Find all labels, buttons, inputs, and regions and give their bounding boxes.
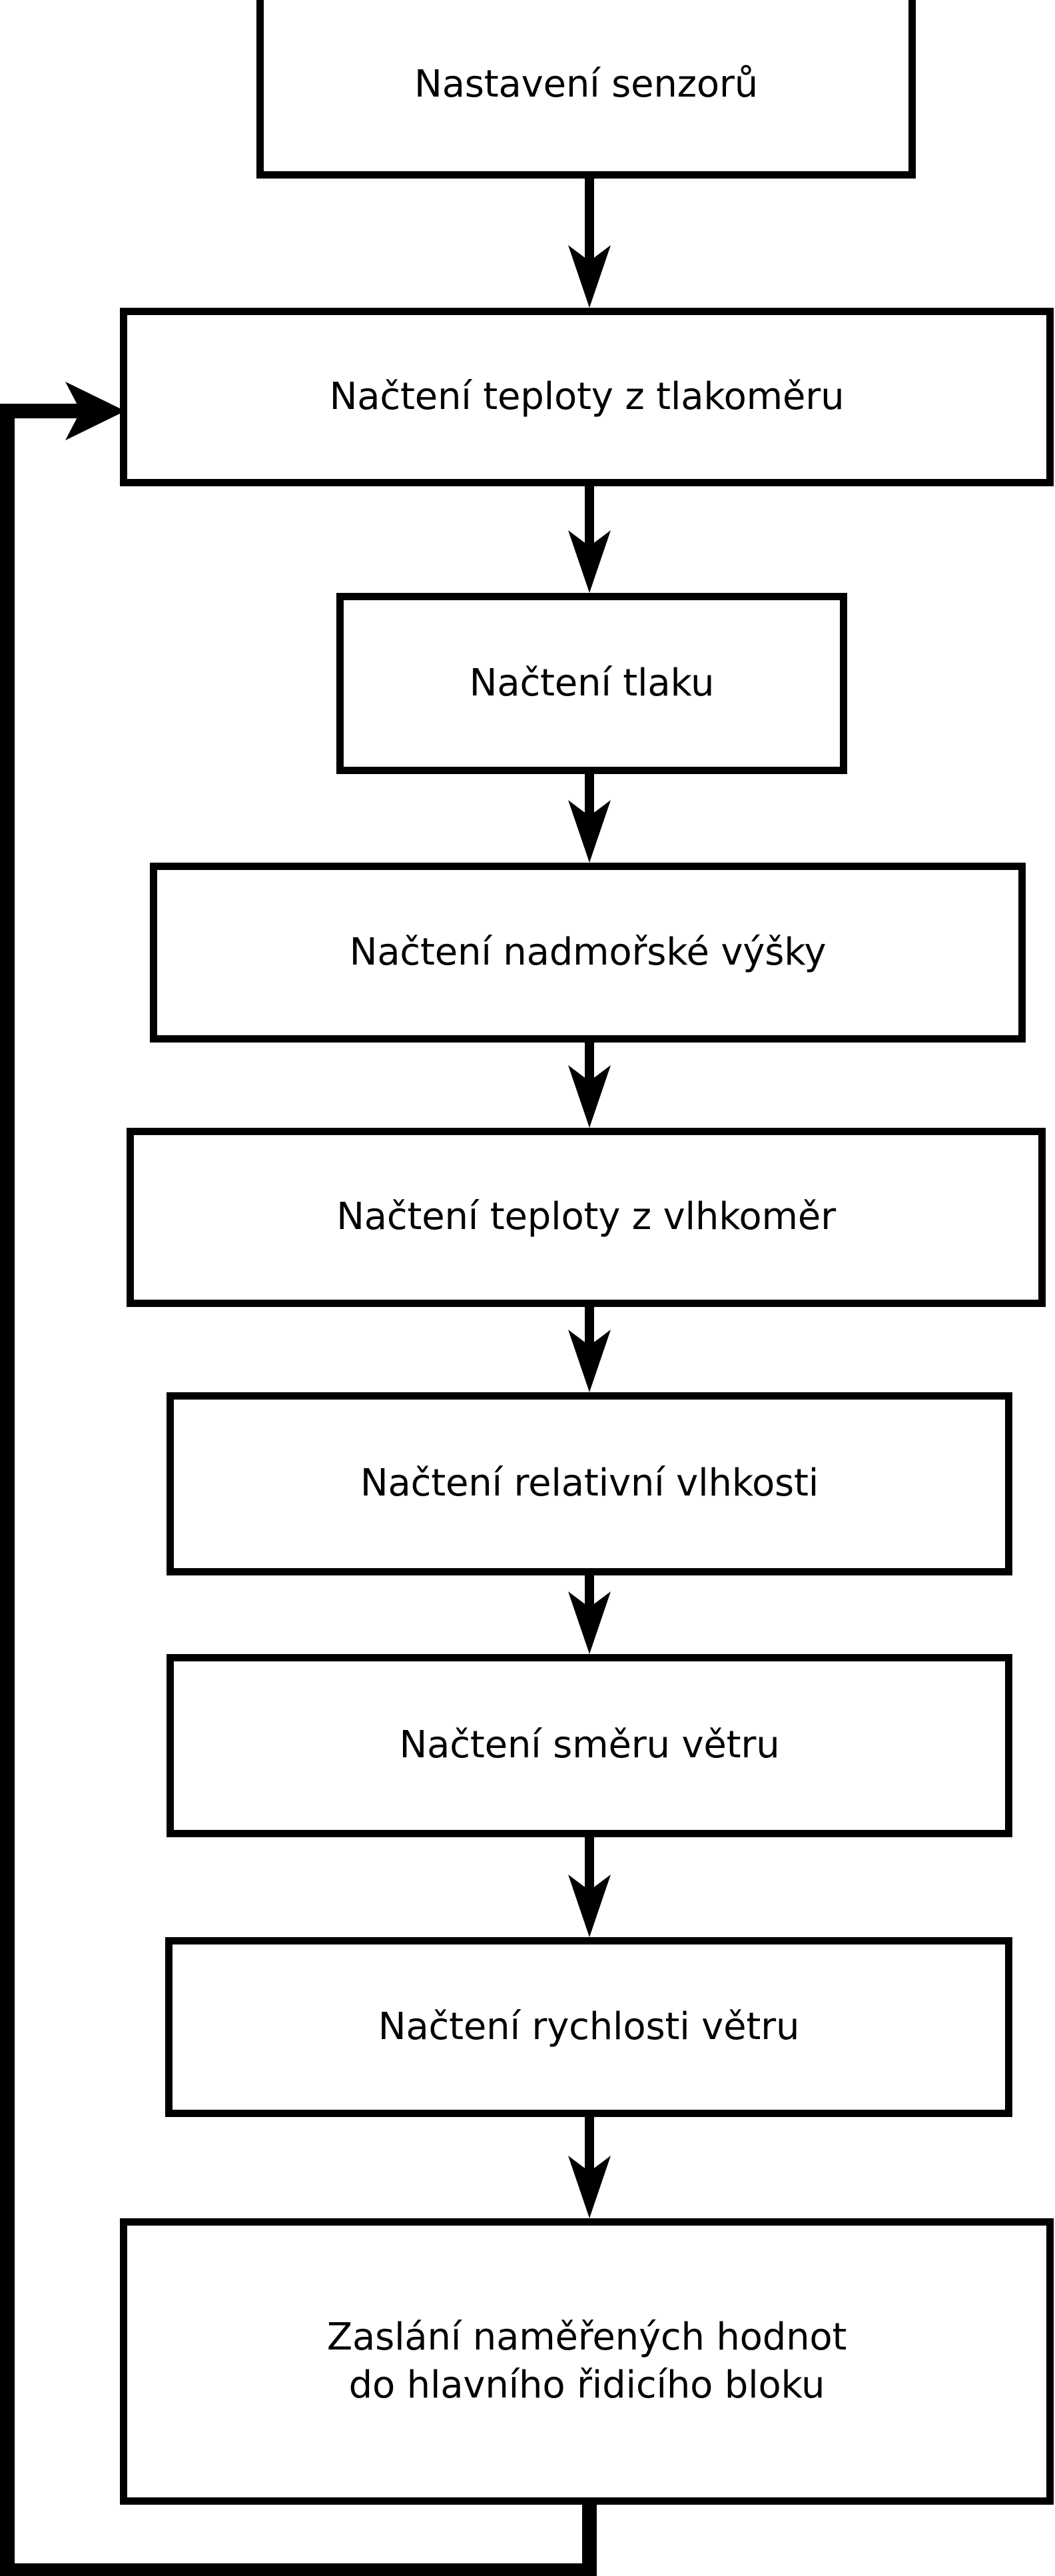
node-label: Načtení tlaku [469, 661, 715, 705]
connector-n3-n4 [568, 774, 611, 863]
node-nacteni-teploty-z-vlhkomer[interactable]: Načtení teploty z vlhkoměr [127, 1128, 1046, 1307]
node-label: Načtení nadmořské výšky [349, 930, 827, 974]
node-nacteni-teploty-z-tlakomeru[interactable]: Načtení teploty z tlakoměru [120, 308, 1054, 486]
connector-n7-n8 [568, 1837, 611, 1937]
node-nacteni-nadmorske-vysky[interactable]: Načtení nadmořské výšky [150, 863, 1026, 1043]
node-label: Načtení směru větru [399, 1723, 780, 1767]
connector-n8-n9 [568, 2117, 611, 2218]
connector-n9-n2-feedback-loop [0, 382, 597, 2576]
connector-n1-n2 [568, 179, 611, 308]
node-nacteni-rychlosti-vetru[interactable]: Načtení rychlosti větru [165, 1937, 1012, 2117]
node-nacteni-tlaku[interactable]: Načtení tlaku [336, 593, 847, 774]
node-nastaveni-senzoru[interactable]: Nastavení senzorů [256, 0, 916, 179]
node-label: Načtení relativní vlhkosti [360, 1462, 819, 1505]
node-label: Načtení teploty z tlakoměru [329, 374, 845, 418]
connector-n5-n6 [568, 1307, 611, 1392]
node-label: Zaslání naměřených hodnot do hlavního ři… [326, 2316, 847, 2407]
node-nacteni-smeru-vetru[interactable]: Načtení směru větru [167, 1654, 1012, 1837]
node-nacteni-relativni-vlhkosti[interactable]: Načtení relativní vlhkosti [167, 1392, 1012, 1575]
node-label: Načtení rychlosti větru [378, 2004, 800, 2048]
node-label: Nastavení senzorů [414, 62, 758, 106]
connector-n2-n3 [568, 486, 611, 593]
connector-n6-n7 [568, 1575, 611, 1654]
node-zaslani-namerenych-hodnot[interactable]: Zaslání naměřených hodnot do hlavního ři… [120, 2218, 1054, 2505]
node-label: Načtení teploty z vlhkoměr [336, 1195, 836, 1239]
connector-n4-n5 [568, 1043, 611, 1128]
